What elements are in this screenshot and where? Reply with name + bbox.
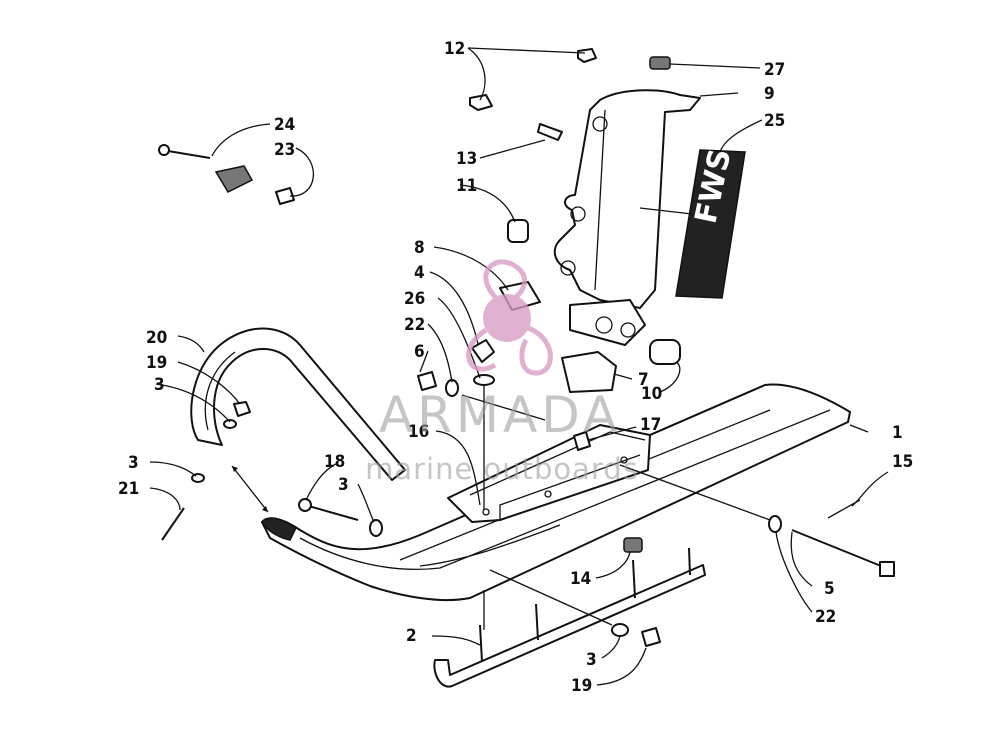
watermark-subtitle: marine outboards [365, 452, 639, 486]
callout-3-d: 3 [586, 650, 597, 670]
callout-leaders [149, 47, 889, 686]
nut-19b [641, 627, 661, 647]
washer-3c [369, 519, 383, 537]
nut-12a [577, 48, 597, 63]
callout-22-b: 22 [815, 607, 836, 627]
callout-25: 25 [764, 111, 785, 131]
bolt-5 [791, 529, 887, 569]
nut-17 [573, 431, 591, 451]
callout-3-a: 3 [154, 375, 165, 395]
nut-12b [469, 94, 493, 111]
callout-20: 20 [146, 328, 167, 348]
washer-22b [768, 515, 782, 533]
decal-part: FWS [675, 146, 746, 299]
callout-19-b: 19 [571, 676, 592, 696]
nut-19a [233, 401, 251, 417]
callout-6: 6 [414, 342, 425, 362]
nut-4 [471, 339, 495, 363]
nut-6 [417, 371, 437, 391]
callout-21: 21 [118, 479, 139, 499]
callout-27: 27 [764, 60, 785, 80]
callout-26: 26 [404, 289, 425, 309]
callout-14: 14 [570, 569, 591, 589]
washer-3d [611, 623, 629, 637]
spindle-part [553, 89, 701, 346]
callout-1: 1 [892, 423, 903, 443]
callout-15: 15 [892, 452, 913, 472]
callout-22-a: 22 [404, 315, 425, 335]
bushing-11 [507, 219, 529, 243]
washer-26 [473, 374, 495, 386]
wear-bar-part [433, 547, 706, 688]
part-23 [214, 165, 254, 193]
callout-13: 13 [456, 149, 477, 169]
callout-8: 8 [414, 238, 425, 258]
ski-handle-part [190, 327, 406, 481]
bushing-10 [649, 339, 681, 365]
callout-7: 7 [638, 370, 649, 390]
callout-labels: 1 2 3 3 3 3 4 5 6 7 8 9 10 11 12 13 14 1… [118, 39, 913, 696]
callout-3-b: 3 [128, 453, 139, 473]
callout-17: 17 [640, 415, 661, 435]
bolt-21 [161, 507, 185, 541]
hardware-parts [158, 48, 895, 647]
callout-23: 23 [274, 140, 295, 160]
bolt-5-head [879, 561, 895, 577]
callout-12: 12 [444, 39, 465, 59]
callout-10: 10 [641, 384, 662, 404]
alignment-lines [231, 207, 771, 630]
callout-2: 2 [406, 626, 417, 646]
saddle-part [447, 424, 651, 523]
bolt-24 [161, 149, 211, 159]
spacer-14 [623, 537, 643, 553]
washer-3a [223, 419, 237, 429]
watermark-title: ARMADA [379, 386, 621, 444]
nut-23 [275, 187, 295, 205]
callout-3-c: 3 [338, 475, 349, 495]
block-7 [561, 351, 617, 393]
callout-16: 16 [408, 422, 429, 442]
callout-4: 4 [414, 263, 425, 283]
callout-5: 5 [824, 579, 835, 599]
watermark: ARMADA marine outboards [365, 259, 639, 486]
fitting-13 [537, 123, 563, 141]
callout-24: 24 [274, 115, 295, 135]
callout-18: 18 [324, 452, 345, 472]
watermark-propeller-icon [466, 259, 553, 376]
callout-11: 11 [456, 176, 477, 196]
callout-9: 9 [764, 84, 775, 104]
callout-19-a: 19 [146, 353, 167, 373]
bolt-18 [304, 504, 359, 521]
cap-27 [649, 56, 671, 70]
